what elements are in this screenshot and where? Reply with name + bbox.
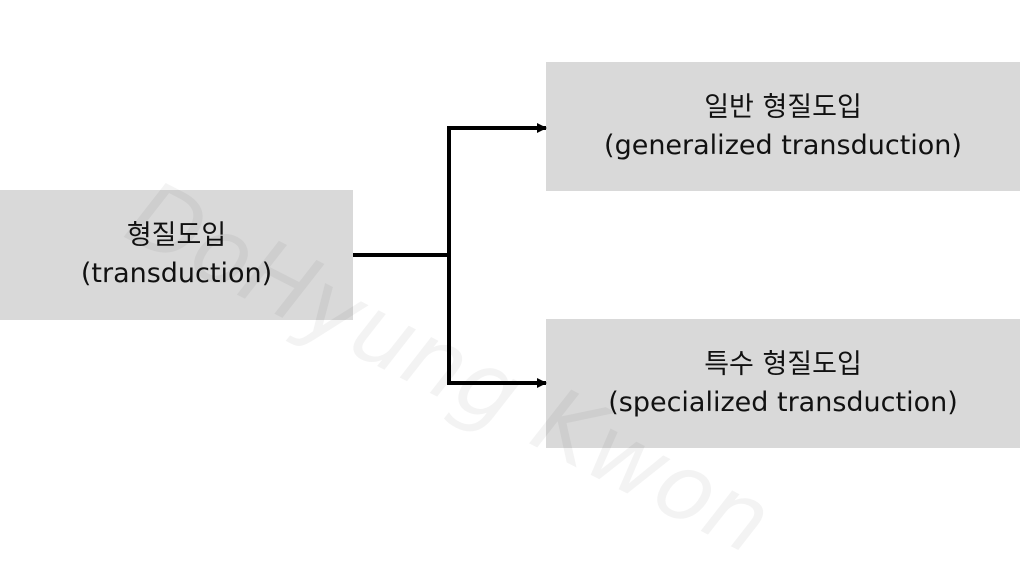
- generalized-node-title: 일반 형질도입: [704, 91, 862, 123]
- specialized-node-subtitle: (specialized transduction): [608, 386, 958, 418]
- connector-arrows: [353, 123, 547, 388]
- specialized-node-title: 특수 형질도입: [704, 348, 862, 380]
- specialized-node-box: 특수 형질도입 (specialized transduction): [546, 319, 1020, 448]
- root-node-subtitle: (transduction): [80, 258, 273, 289]
- root-node-box: 형질도입 (transduction): [0, 190, 353, 320]
- generalized-node-box: 일반 형질도입 (generalized transduction): [546, 62, 1020, 191]
- root-node-title: 형질도입: [126, 220, 227, 251]
- generalized-node-subtitle: (generalized transduction): [604, 129, 962, 161]
